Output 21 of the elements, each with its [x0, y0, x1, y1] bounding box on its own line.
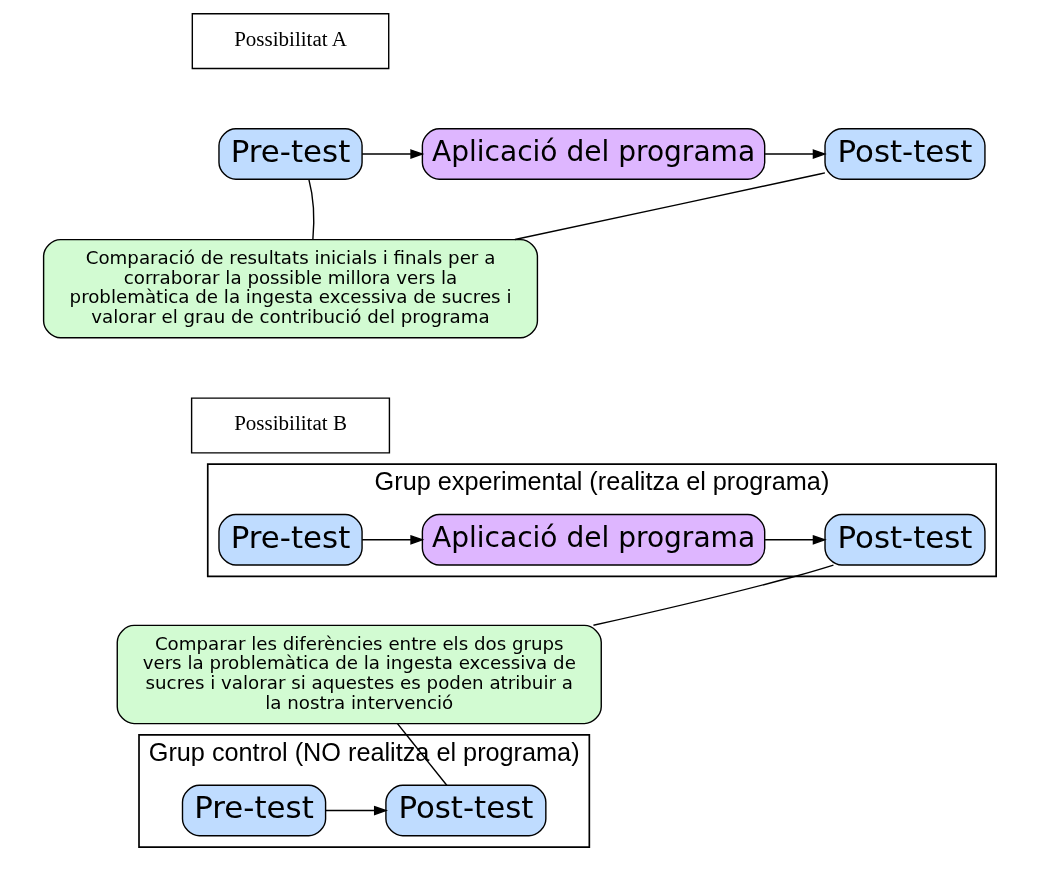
node-box: Possibilitat A — [191, 13, 389, 70]
arrow — [360, 534, 424, 545]
node-box: Post-test — [823, 128, 986, 180]
arrow — [763, 534, 827, 545]
arrow — [360, 149, 424, 159]
node-box: Post-test — [384, 784, 547, 837]
node-box: Comparació de resultats inicials i finals per a corraborar la possible millora vers la problemàtica de la ingesta excessiva de sucres i valorar el grau de contribució del programa — [42, 238, 538, 339]
node-box: Comparar les diferències entre els dos grups vers la problemàtica de la ingesta excessiva de sucres i valorar si aquestes es poden atribuir a la nostra intervenció — [116, 624, 602, 725]
connector — [592, 564, 834, 626]
node-box: Aplicació del programa — [421, 513, 765, 566]
arrow — [324, 805, 388, 816]
connector — [396, 722, 447, 786]
node-box: Possibilitat B — [190, 397, 390, 454]
connector — [513, 172, 826, 241]
node-box: Pre-test — [217, 513, 363, 566]
arrow — [763, 149, 827, 159]
connector — [307, 178, 314, 240]
node-box: Pre-test — [217, 128, 363, 180]
node-box: Aplicació del programa — [421, 128, 765, 180]
node-box: Pre-test — [181, 784, 326, 837]
node-box: Post-test — [823, 513, 986, 566]
